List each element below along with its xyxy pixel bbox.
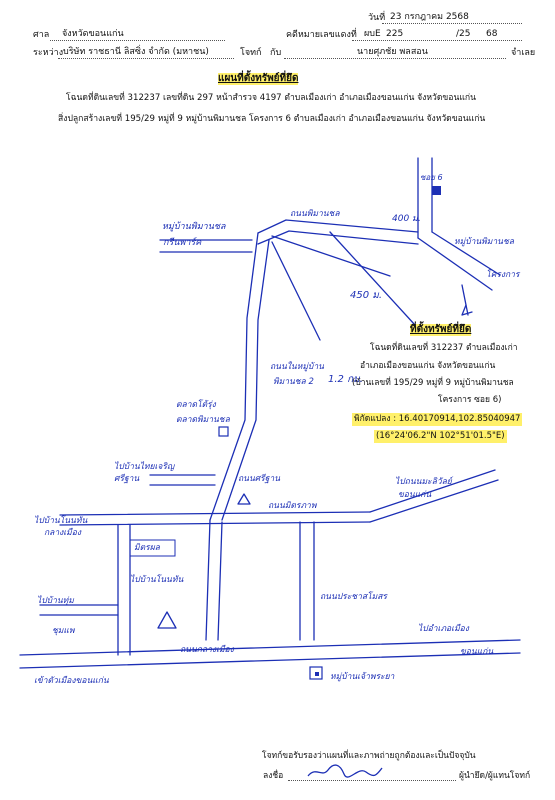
case-prefix: ผบE	[364, 29, 381, 39]
label-chum-muang: ชุมแพ	[52, 626, 75, 636]
label-laem-kham: ไปถนนมะลิวัลย์	[395, 477, 452, 487]
certify-text: โจทก์ขอรับรองว่าแผนที่และภาพถ่ายถูกต้องแ…	[262, 751, 476, 761]
court-label: ศาล	[33, 30, 50, 40]
label-tha-phra: ถนนศรีฐาน	[238, 474, 281, 484]
with-label: กับ	[270, 48, 282, 58]
label-go-roi-et: ไปบ้านไทยเจริญ	[114, 462, 175, 472]
label-distance-3: 1.2 กม.	[328, 374, 363, 385]
case-year-separator: /25	[456, 29, 471, 39]
label-go-ban-thum: ไปบ้านทุ่ม	[37, 596, 74, 606]
description-line-2: สิ่งปลูกสร้างเลขที่ 195/29 หมู่ที่ 9 หมู…	[58, 114, 486, 124]
case-label: คดีหมายเลขแดงที่	[286, 30, 357, 40]
defendant-label: จำเลย	[511, 48, 536, 58]
property-box-line-4: โครงการ ซอย 6)	[438, 395, 502, 405]
label-market-2: ตลาดพิมานชล	[176, 415, 230, 425]
property-box-line-1: โฉนดที่ดินเลขที่ 312237 ตำบลเมืองเก่า	[370, 343, 518, 353]
signer-role: ผู้นำยึด/ผู้แทนโจทก์	[459, 771, 531, 781]
between-label: ระหว่าง	[33, 48, 64, 58]
label-moo-ban-top-right: หมู่บ้านพิมานชล	[454, 237, 514, 247]
document-title: แผนที่ตั้งทรัพย์ที่ยึด	[218, 73, 299, 85]
label-distance-2: 450 ม.	[350, 290, 383, 301]
label-moo-ban-phiman-chon: หมู่บ้านพิมานชล	[162, 222, 226, 232]
defendant-name: นายศุภชัย พลสอน	[357, 47, 428, 57]
property-coordinates: พิกัดแปลง : 16.40170914,102.85040947	[352, 413, 523, 426]
village-marker	[309, 666, 323, 680]
label-market: ตลาดโต้รุ่ง	[176, 400, 216, 410]
signature	[307, 764, 383, 778]
property-box-line-2: อำเภอเมืองขอนแก่น จังหวัดขอนแก่น	[360, 361, 496, 371]
label-go-somsak: ไปอำเภอเมือง	[418, 624, 469, 634]
label-mit-phon: มิตรผล	[134, 543, 160, 553]
label-to-city: เข้าตัวเมืองขอนแก่น	[34, 676, 109, 686]
house-marker	[432, 186, 441, 195]
date-label: วันที่	[368, 13, 386, 23]
label-khon-kaen-2: ขอนแก่น	[460, 647, 494, 657]
sign-label: ลงชื่อ	[263, 771, 284, 781]
label-distance-1: 400 ม.	[392, 214, 421, 224]
property-box-line-3: (บ้านเลขที่ 195/29 หมู่ที่ 9 หมู่บ้านพิม…	[352, 378, 514, 388]
plaintiff-label: โจทก์	[240, 48, 262, 58]
court-value: จังหวัดขอนแก่น	[62, 29, 124, 39]
case-year: 68	[486, 29, 498, 39]
label-thanon-mittraphap: ถนนมิตรภาพ	[268, 501, 317, 511]
label-don-bok: ไปบ้านโนนทัน	[130, 575, 184, 585]
property-dms: (16°24'06.2"N 102°51'01.5"E)	[374, 430, 507, 443]
label-house: ซอย 6	[420, 173, 443, 182]
label-moo-ban-legend: หมู่บ้านเจ้าพระยา	[330, 672, 395, 682]
label-klang-mueang-road: ถนนกลางเมือง	[180, 645, 234, 655]
label-khongkan: โครงการ	[486, 270, 520, 280]
label-kham-tan: กรีนพาร์ค	[163, 238, 202, 248]
label-road-phiman: ถนนพิมานชล	[290, 209, 340, 219]
label-phiman-road: ถนนในหมู่บ้าน	[270, 362, 324, 372]
date-value: 23 กรกฎาคม 2568	[390, 12, 469, 22]
label-khon-kaen: ขอนแก่น	[398, 490, 432, 500]
label-go-phon: ไปบ้านโนนทัน	[34, 516, 88, 526]
label-sri-than: ศรีฐาน	[114, 474, 140, 484]
label-prachasamosorn-road: ถนนประชาสโมสร	[320, 592, 387, 602]
label-klang-mueang: กลางเมือง	[44, 528, 82, 538]
plaintiff-name: บริษัท ราชธานี ลิสซิ่ง จำกัด (มหาชน)	[63, 47, 209, 57]
description-line-1: โฉนดที่ดินเลขที่ 312237 เลขที่ดิน 297 หน…	[66, 93, 476, 103]
property-box-title: ที่ตั้งทรัพย์ที่ยึด	[410, 324, 472, 336]
market-marker	[218, 426, 229, 437]
label-phiman-chon-2: พิมานชล 2	[273, 377, 314, 387]
case-number: 225	[386, 29, 404, 39]
